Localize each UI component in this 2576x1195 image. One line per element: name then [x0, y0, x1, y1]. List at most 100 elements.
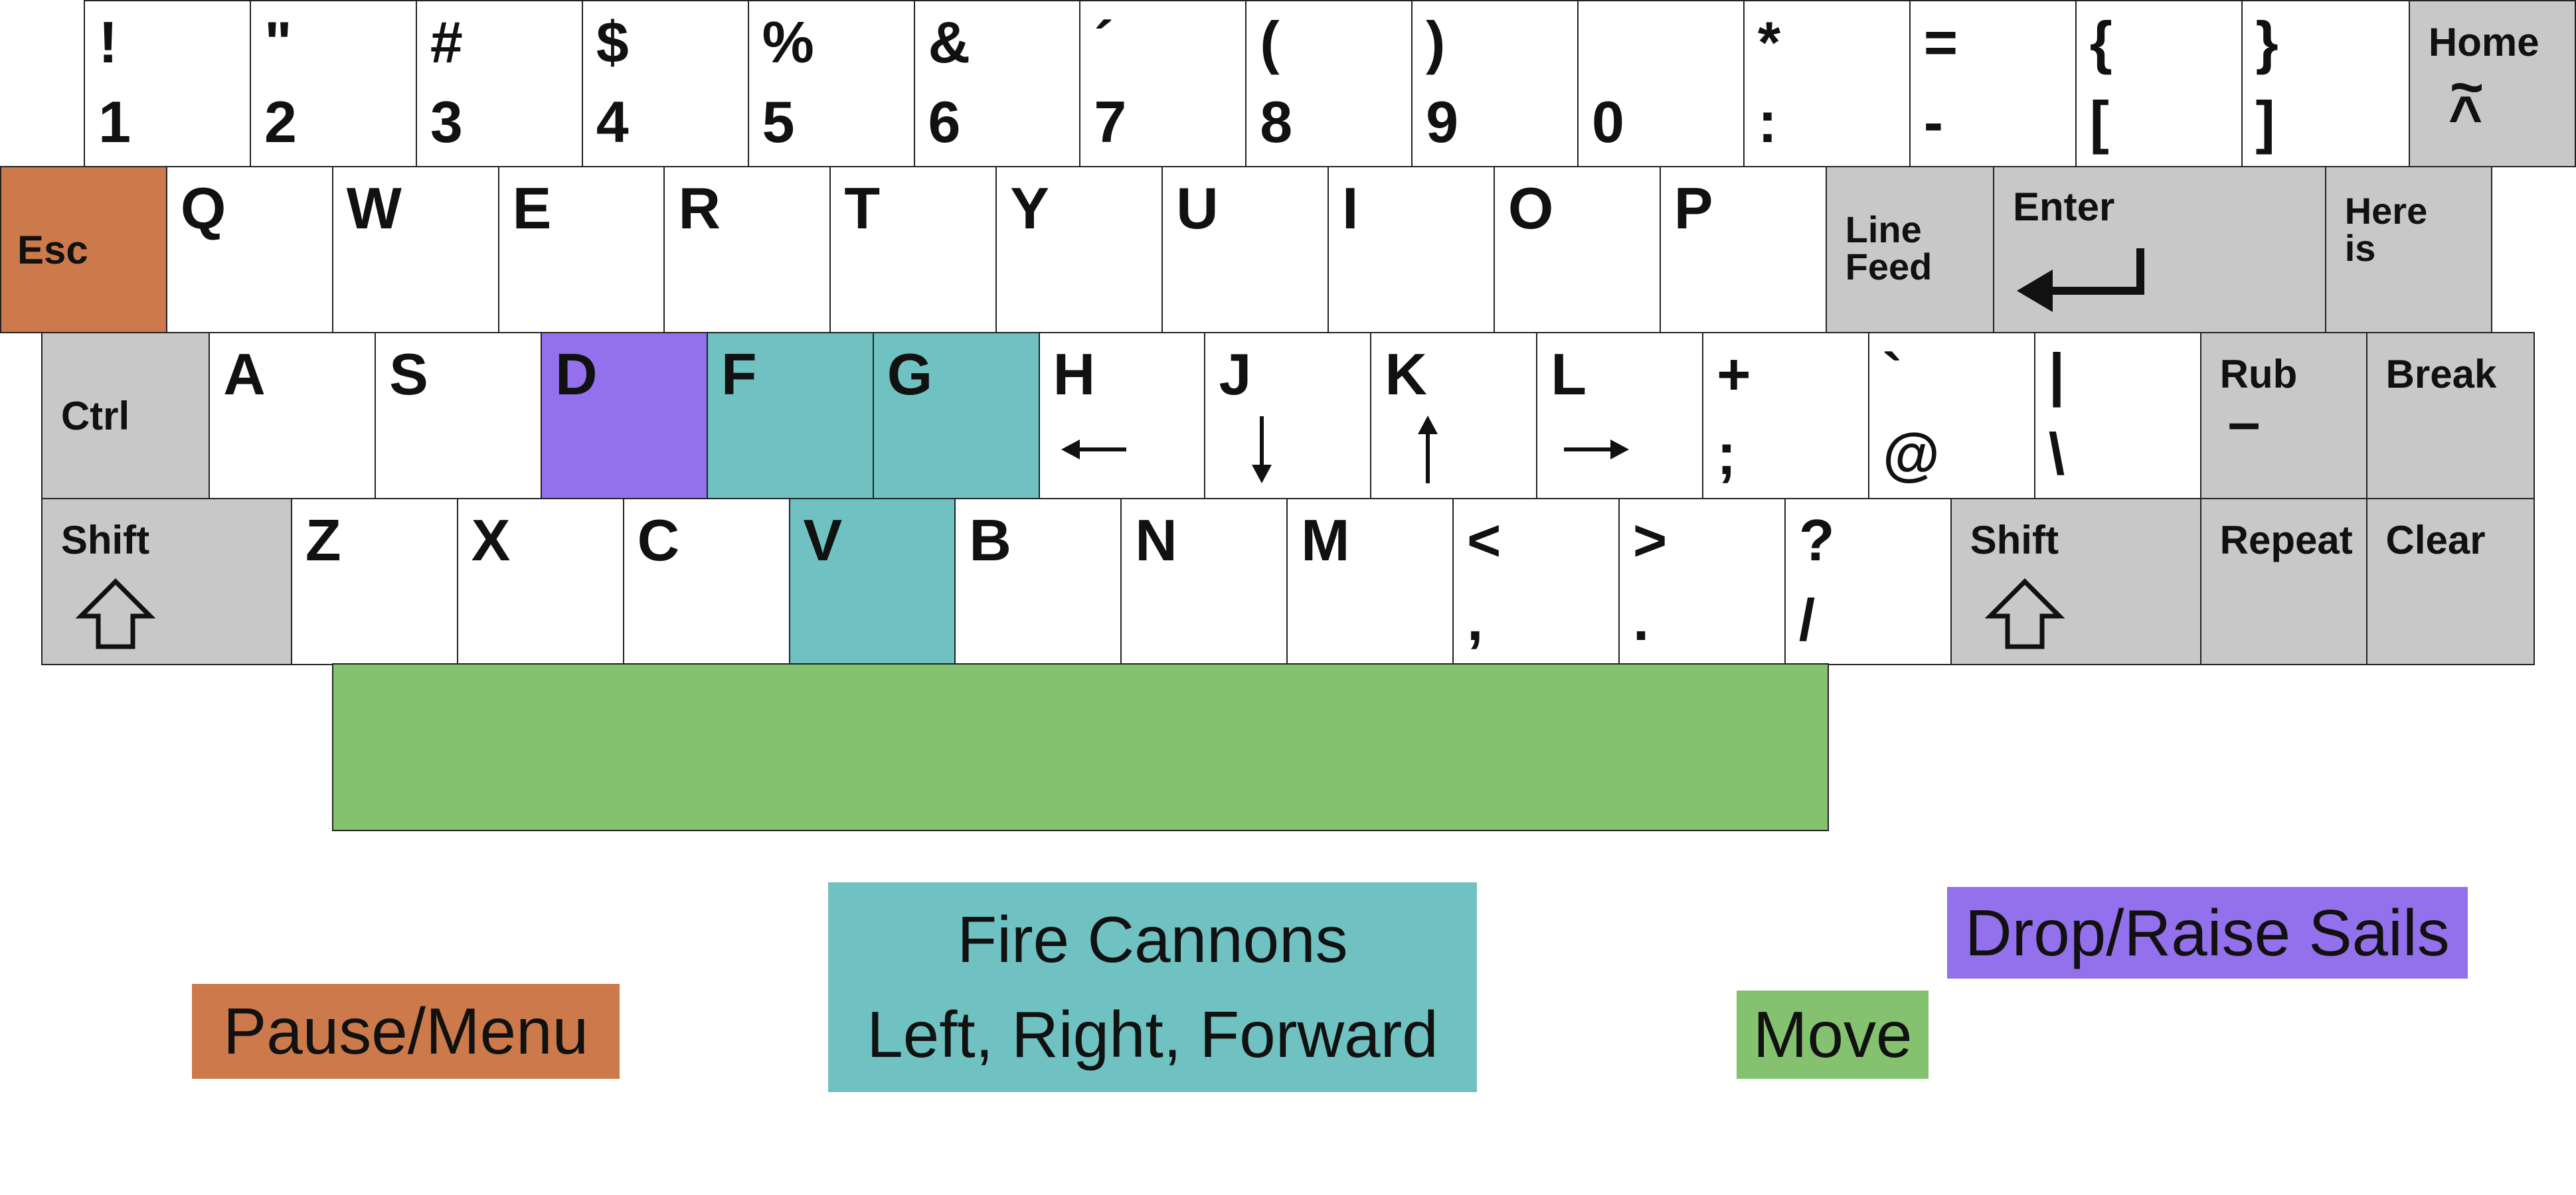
legend-pause: Pause/Menu [192, 983, 620, 1079]
key-z[interactable]: Z [290, 497, 459, 665]
key-bottom-label: , [1467, 586, 1484, 653]
legend-text: Move [1753, 998, 1913, 1072]
key-x[interactable]: X [456, 497, 625, 665]
key-top-label: ? [1798, 507, 1835, 573]
key-lshift[interactable]: Shift [41, 497, 293, 665]
key-top-label: R [678, 175, 721, 241]
key-top-label: Z [305, 507, 341, 573]
key-t[interactable]: T [829, 165, 997, 334]
key-label: Enter [2012, 184, 2115, 229]
key-8[interactable]: (8 [1245, 0, 1413, 168]
key-4[interactable]: $4 [581, 0, 750, 168]
key-comma[interactable]: <, [1452, 497, 1620, 665]
key-rshift[interactable]: Shift [1950, 497, 2202, 665]
key-label: Shift [1970, 517, 2059, 562]
key-hereis[interactable]: Here is [2324, 165, 2493, 334]
key-minus[interactable]: =- [1909, 0, 2077, 168]
key-c[interactable]: C [622, 497, 790, 665]
key-backslash[interactable]: |\ [2033, 331, 2202, 500]
key-home[interactable]: Home~^ [2408, 0, 2576, 168]
key-top-label: M [1301, 507, 1350, 573]
key-l[interactable]: L [1536, 331, 1704, 500]
key-bottom-label: ; [1717, 420, 1737, 487]
key-top-label: O [1507, 175, 1554, 241]
key-5[interactable]: %5 [747, 0, 915, 168]
key-o[interactable]: O [1493, 165, 1662, 334]
shift-arrow-icon [75, 578, 155, 649]
key-u[interactable]: U [1161, 165, 1330, 334]
key-2[interactable]: "2 [250, 0, 418, 168]
key-bottom-label: 4 [596, 89, 629, 155]
legend-sails: Drop/Raise Sails [1946, 886, 2468, 979]
key-p[interactable]: P [1659, 165, 1828, 334]
key-period[interactable]: >. [1618, 497, 1786, 665]
key-semicolon[interactable]: +; [1702, 331, 1870, 500]
key-top-label: ) [1426, 9, 1446, 75]
key-w[interactable]: W [331, 165, 500, 334]
key-bottom-label: 8 [1260, 89, 1293, 155]
key-break[interactable]: Break [2365, 331, 2535, 500]
key-g[interactable]: G [872, 331, 1041, 500]
key-enter[interactable]: Enter [1992, 165, 2327, 334]
key-a[interactable]: A [209, 331, 377, 500]
key-label: Rub [2219, 351, 2298, 396]
key-top-label: + [1717, 341, 1751, 407]
key-d[interactable]: D [540, 331, 709, 500]
key-top-label: S [389, 341, 428, 407]
key-b[interactable]: B [954, 497, 1122, 665]
key-v[interactable]: V [788, 497, 956, 665]
key-f[interactable]: F [706, 331, 875, 500]
key-top-label: < [1467, 507, 1502, 573]
key-at[interactable]: `@ [1867, 331, 2036, 500]
key-esc[interactable]: Esc [0, 165, 168, 334]
key-repeat[interactable]: Repeat [2199, 497, 2368, 665]
key-top-label: A [223, 341, 266, 407]
key-m[interactable]: M [1286, 497, 1454, 665]
key-top-label: P [1674, 175, 1713, 241]
key-6[interactable]: &6 [913, 0, 1081, 168]
key-top-label: X [471, 507, 511, 573]
arrow-right-icon [1564, 439, 1630, 459]
key-top-label: & [928, 9, 971, 75]
key-top-label: # [430, 9, 463, 75]
key-r[interactable]: R [663, 165, 831, 334]
legend-text: Drop/Raise Sails [1964, 896, 2450, 969]
key-s[interactable]: S [375, 331, 543, 500]
rub-dash-label: – [2227, 388, 2261, 455]
key-space[interactable] [331, 663, 1829, 831]
key-top-label: * [1757, 9, 1781, 75]
key-bottom-label: 2 [264, 89, 297, 155]
key-bottom-label: 6 [928, 89, 961, 155]
key-9[interactable]: )9 [1411, 0, 1579, 168]
arrow-up-icon [1418, 415, 1438, 483]
key-y[interactable]: Y [995, 165, 1163, 334]
key-rbracket[interactable]: }] [2241, 0, 2411, 168]
key-bottom-label: : [1757, 89, 1778, 155]
key-i[interactable]: I [1327, 165, 1496, 334]
key-top-label: E [512, 175, 552, 241]
key-e[interactable]: E [497, 165, 665, 334]
key-7[interactable]: ´7 [1079, 0, 1247, 168]
key-j[interactable]: J [1204, 331, 1372, 500]
key-0[interactable]: 0 [1577, 0, 1745, 168]
key-h[interactable]: H [1038, 331, 1206, 500]
key-lbracket[interactable]: {[ [2075, 0, 2243, 168]
key-top-label: ` [1882, 341, 1903, 407]
key-k[interactable]: K [1370, 331, 1538, 500]
key-linefeed[interactable]: Line Feed [1825, 165, 1995, 334]
key-n[interactable]: N [1120, 497, 1288, 665]
key-clear[interactable]: Clear [2365, 497, 2535, 665]
key-q[interactable]: Q [165, 165, 334, 334]
key-ctrl[interactable]: Ctrl [41, 331, 211, 500]
key-top-label: D [555, 341, 598, 407]
enter-arrow-icon [2016, 248, 2144, 312]
key-rub[interactable]: Rub– [2199, 331, 2368, 500]
key-label: Ctrl [60, 393, 130, 438]
key-top-label: H [1053, 341, 1096, 407]
key-1[interactable]: !1 [84, 0, 252, 168]
key-top-label: B [969, 507, 1011, 573]
key-slash[interactable]: ?/ [1784, 497, 1952, 665]
key-3[interactable]: #3 [415, 0, 584, 168]
key-colon[interactable]: *: [1743, 0, 1911, 168]
